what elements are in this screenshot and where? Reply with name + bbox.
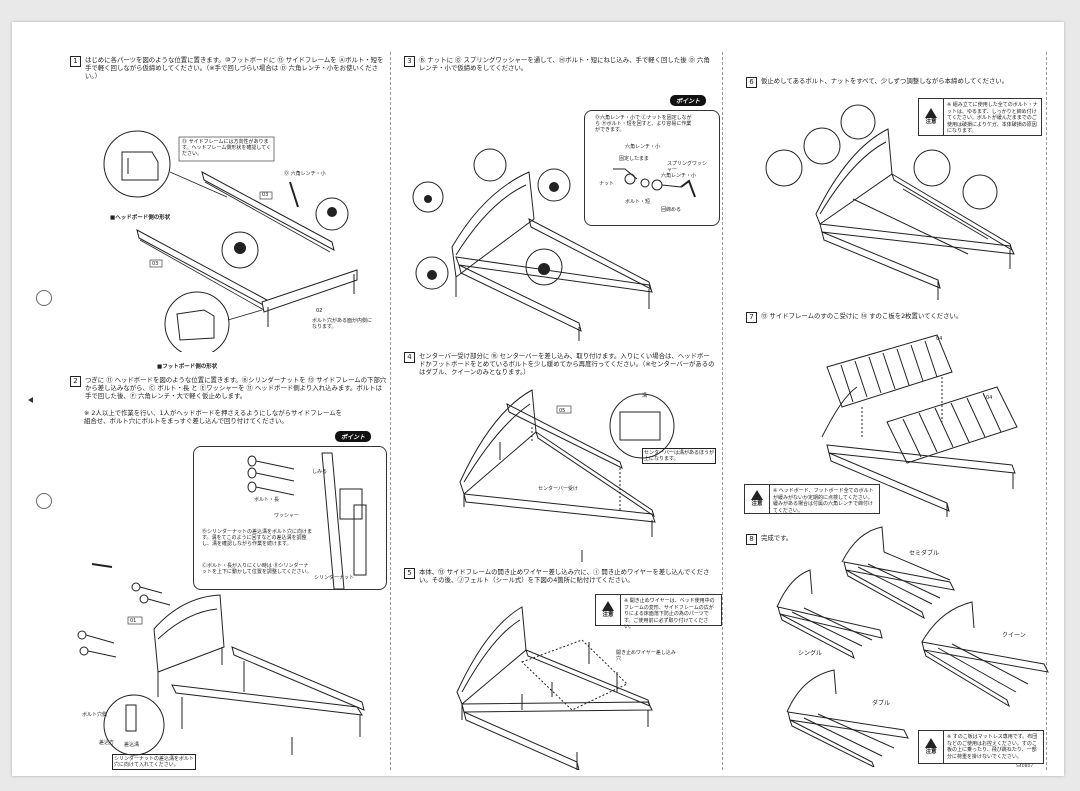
- step-number: 2: [70, 376, 81, 387]
- step-2-illustration: [77, 563, 365, 756]
- warning-title: 注意: [925, 119, 937, 126]
- point-badge-2: ポイント: [335, 431, 372, 442]
- step-text: つぎに ⑪ ヘッドボードを図のような位置に置きます。Ⓑシリンダーナットを ⑬ サ…: [85, 376, 387, 401]
- label-footboard-shape: ■フットボード側の形状: [157, 364, 218, 370]
- point-badge-3: ポイント: [670, 95, 707, 106]
- binder-hole-bottom: [36, 493, 52, 509]
- binder-hole-top: [36, 290, 52, 306]
- step-8: 8 完成です。: [746, 534, 1046, 545]
- model-double: ダブル: [872, 700, 891, 707]
- label-wire-hole: 開き止めワイヤー差し込み穴: [616, 650, 676, 662]
- warning-text: ※ 組み立てに使用した全てのボルト・ナットは、ゆるまず、しっかりと締め付けてくだ…: [947, 102, 1038, 135]
- step-number: 1: [70, 56, 81, 67]
- step-number: 8: [746, 534, 757, 545]
- column-divider-3: [1046, 52, 1047, 770]
- step-text: ⑬ サイドフレームのすのこ受けに ⑭ すのこ板を2枚置いてください。: [761, 312, 963, 320]
- step-8-illustration: [776, 526, 1049, 767]
- label-rotate: 回締める: [661, 207, 682, 213]
- step-3-illustration: [412, 148, 653, 341]
- part-02: 02: [316, 308, 323, 314]
- model-semidouble: セミダブル: [909, 550, 940, 557]
- label-spring: スプリングワッシャー: [667, 161, 708, 173]
- part-01: 01: [130, 618, 137, 624]
- step-4: 4 センターバー受け部分に ⑯ センターバーを差し込み、取り付けます。入りにくい場…: [404, 352, 716, 377]
- warning-text: ※ ヘッドボード、フットボード全てのボルトが緩みがないか定期的に点検してください…: [773, 488, 874, 514]
- label-bottom-note: シリンダーナットの差込溝をボルト穴に向けて入れてください。: [112, 754, 196, 770]
- part-03a: 03: [262, 192, 269, 198]
- step-number: 7: [746, 312, 757, 323]
- callout-text-2: Ⓒボルト・長が入りにくい時は Ⓑシリンダーナットを上下に動かして位置を調整してく…: [202, 563, 312, 575]
- step-2-note: ※ 2人以上で作業を行い、1人がヘッドボードを押さえるようにしながらサイドフレー…: [84, 408, 342, 425]
- step-8-warning: 注意 ※ すのこ板はマットレス専用です。布団などのご使用はお控えください。すのこ…: [918, 730, 1044, 764]
- label-bolt-hole-side: ボルト穴側: [82, 712, 108, 718]
- warning-text: ※ すのこ板はマットレス専用です。布団などのご使用はお控えください。すのこ板の上…: [947, 734, 1038, 760]
- label-groove-2: 差込溝: [124, 742, 140, 748]
- callout-illustration: [247, 452, 367, 589]
- step-6-warning: 注意 ※ 組み立てに使用した全てのボルト・ナットは、ゆるまず、しっかりと締め付け…: [918, 98, 1042, 136]
- step-2-callout: しみる ボルト・長 ワッシャー シリンダーナット Ⓑシリンダーナットの差込溝をボ…: [193, 446, 387, 590]
- column-divider-2: [722, 52, 723, 770]
- step-5-warning: 注意 ※ 開き止めワイヤーは、ベッド使用中のフレームの変形、サイドフレームの広が…: [595, 594, 722, 631]
- step-text: Ⓑ ナットに Ⓖ スプリングワッシャーを通して、Ⓗボルト・短にねじ込み、手で軽く…: [419, 56, 710, 73]
- model-single: シングル: [798, 650, 823, 657]
- callout-text: Ⓓ六角レンチ・小で Ⓒナットを固定しながら Ⓗボルト・短を回すと、より容易に作業…: [595, 115, 692, 133]
- column-divider-1: [390, 52, 391, 770]
- callout-illustration: [613, 168, 696, 198]
- step-4-illustration: [459, 389, 675, 562]
- step-7-warning: 注意 ※ ヘッドボード、フットボード全てのボルトが緩みがないか定期的に点検してく…: [744, 484, 880, 514]
- model-queen: クイーン: [1002, 632, 1026, 639]
- label-bolt-long: ボルト・長: [254, 497, 280, 503]
- instruction-sheet: 1 はじめに各パーツを図のような位置に置きます。⑩フットボードに ⑬ サイドフレー…: [12, 22, 1064, 776]
- step-text: 完成です。: [761, 534, 793, 542]
- step-5: 5 本体、⑬ サイドフレームの開き止めワイヤー差し込み穴に、Ⓘ 開き止めワイヤーを…: [404, 568, 716, 584]
- callout-text-1: Ⓑシリンダーナットの差込溝をボルト穴に向けます。溝をてこのように回すなどの差込溝…: [202, 529, 313, 547]
- label-nut: ナット: [599, 181, 615, 187]
- step-7: 7 ⑬ サイドフレームのすのこ受けに ⑭ すのこ板を2枚置いてください。: [746, 312, 1046, 323]
- step-3: 3 Ⓑ ナットに Ⓖ スプリングワッシャーを通して、Ⓗボルト・短にねじ込み、手で軽…: [404, 56, 716, 72]
- footer-code: S40807: [1016, 764, 1034, 769]
- step-text: 本体、⑬ サイドフレームの開き止めワイヤー差し込み穴に、Ⓘ 開き止めワイヤーを差…: [419, 568, 710, 585]
- label-centerbar-note: センターバーは溝があるほうが上になります。: [642, 448, 716, 464]
- part-04a: 04: [936, 336, 943, 342]
- label-bolt-short: ボルト・短: [625, 199, 651, 205]
- step-text: はじめに各パーツを図のような位置に置きます。⑩フットボードに ⑬ サイドフレーム…: [85, 56, 384, 81]
- step-number: 5: [404, 568, 415, 579]
- label-insert: 差込方: [99, 740, 115, 746]
- step-7-illustration: [821, 334, 1018, 517]
- part-03b: 03: [152, 261, 159, 267]
- part-05: 05: [559, 408, 566, 414]
- fold-marker: [28, 397, 33, 403]
- step-1: 1 はじめに各パーツを図のような位置に置きます。⑩フットボードに ⑬ サイドフレー…: [70, 56, 388, 81]
- step-1-illustration: [103, 130, 358, 352]
- label-groove-4: 溝: [642, 393, 648, 399]
- step-3-callout: Ⓓ六角レンチ・小で Ⓒナットを固定しながら Ⓗボルト・短を回すと、より容易に作業…: [584, 110, 720, 226]
- label-bolt-hole: ボルト穴がある面が内側になります。: [312, 318, 373, 330]
- step-6: 6 仮止めしてあるボルト、ナットをすべて、少しずつ調整しながら本締めしてください。: [746, 77, 1046, 88]
- step-number: 6: [746, 77, 757, 88]
- label-wrench-3: 六角レンチ・小: [625, 144, 661, 150]
- label-centerbar-receiver: センターバー受け: [538, 486, 578, 492]
- label-wrench-3b: 六角レンチ・小: [661, 173, 697, 179]
- step-2: 2 つぎに ⑪ ヘッドボードを図のような位置に置きます。Ⓑシリンダーナットを ⑬ …: [70, 376, 388, 425]
- label-cylinder-nut: シリンダーナット: [314, 575, 355, 581]
- warning-title: 注意: [602, 612, 614, 619]
- label-washer: ワッシャー: [274, 513, 300, 519]
- step-number: 3: [404, 56, 415, 67]
- step-5-illustration: [456, 606, 653, 770]
- label-side-check: ⑬ サイドフレームには方向性があります。ヘッドフレーム側形状を確認してください。: [182, 139, 272, 157]
- warning-title: 注意: [751, 501, 763, 508]
- step-number: 4: [404, 352, 415, 363]
- warning-text: ※ 開き止めワイヤーは、ベッド使用中のフレームの変形、サイドフレームの広がりによ…: [624, 598, 715, 631]
- step-text: センターバー受け部分に ⑯ センターバーを差し込み、取り付けます。入りにくい場合…: [419, 352, 715, 377]
- warning-title: 注意: [925, 749, 937, 756]
- label-fixed: 固定したまま: [619, 156, 649, 162]
- part-04b: 04: [986, 395, 993, 401]
- label-groove: しみる: [312, 469, 328, 475]
- label-wrench: Ⓓ 六角レンチ・小: [284, 171, 326, 177]
- step-6-illustration: [765, 104, 1015, 300]
- label-headboard-shape: ■ヘッドボード側の形状: [110, 215, 171, 221]
- step-text: 仮止めしてあるボルト、ナットをすべて、少しずつ調整しながら本締めしてください。: [761, 77, 1009, 85]
